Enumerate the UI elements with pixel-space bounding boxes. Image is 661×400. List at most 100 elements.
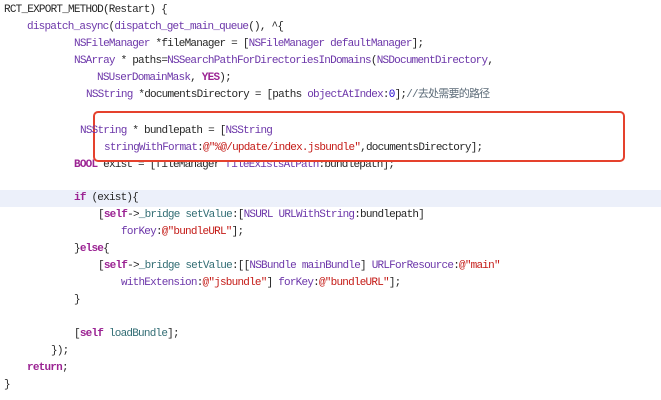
code-token: } <box>4 379 11 391</box>
code-token: //去处需要的路径 <box>406 89 490 101</box>
code-token: ); <box>219 72 231 84</box>
code-token: *fileManager = [ <box>149 38 250 50</box>
code-line[interactable]: }); <box>51 343 69 360</box>
code-token: : <box>197 142 204 154</box>
code-token: _bridge <box>138 209 181 221</box>
code-token: }); <box>51 345 69 357</box>
code-token: ] <box>266 277 279 289</box>
code-token: dispatch_get_main_queue <box>114 21 249 33</box>
code-token: @"main" <box>459 260 501 272</box>
code-token: BOOL <box>74 159 98 171</box>
code-token: mainBundle <box>301 260 361 272</box>
code-token: { <box>103 243 110 255</box>
code-token: : <box>155 226 163 238</box>
code-token: ]; <box>388 277 401 289</box>
code-line[interactable]: [self->_bridge setValue:[NSURL URLWithSt… <box>98 207 425 224</box>
code-token: return <box>27 362 63 374</box>
code-token: @"bundleURL" <box>161 226 233 238</box>
code-token: NSDocumentDirectory <box>376 55 488 67</box>
code-line[interactable]: RCT_EXPORT_METHOD(Restart) { <box>4 2 168 19</box>
code-token: ( <box>108 21 116 33</box>
annotation-box <box>93 111 625 162</box>
code-token: : <box>196 277 204 289</box>
code-token: NSSearchPathForDirectoriesInDomains <box>167 55 372 67</box>
code-line[interactable]: return; <box>27 360 69 377</box>
code-token: else <box>79 243 104 255</box>
code-token: NSFileManager <box>248 38 325 50</box>
code-token: ,documentsDirectory]; <box>360 142 483 154</box>
code-token: self <box>79 328 104 340</box>
code-token: } <box>74 243 81 255</box>
code-token: :bundlepath]; <box>318 159 395 171</box>
code-line[interactable]: if (exist){ <box>74 190 139 207</box>
code-line[interactable]: } <box>74 292 81 309</box>
code-token: URLForResource <box>371 260 454 272</box>
code-token: defaultManager <box>330 38 412 50</box>
code-token: [ <box>74 328 81 340</box>
code-line[interactable]: NSUserDomainMask, YES); <box>97 70 232 87</box>
code-token: NSString <box>86 89 133 101</box>
code-token: * paths= <box>114 55 168 67</box>
code-token: loadBundle <box>108 328 168 340</box>
code-line[interactable]: BOOL exist = [fileManager fileExistsAtPa… <box>74 157 395 174</box>
code-line[interactable]: dispatch_async(dispatch_get_main_queue()… <box>27 19 284 36</box>
code-token: NSString <box>80 125 127 137</box>
code-token: @"%@/update/index.jsbundle" <box>202 142 361 154</box>
code-token: -> <box>127 260 139 272</box>
code-token: ( <box>370 55 378 67</box>
code-token: , <box>190 72 202 84</box>
code-token: (exist){ <box>85 192 139 204</box>
code-line[interactable]: forKey:@"bundleURL"]; <box>121 224 244 241</box>
code-line[interactable]: }else{ <box>74 241 110 258</box>
code-token: *documentsDirectory = [paths <box>132 89 308 101</box>
code-line[interactable]: } <box>4 377 11 394</box>
code-token: self <box>103 209 128 221</box>
code-token: @"bundleURL" <box>318 277 390 289</box>
code-token: stringWithFormat <box>104 142 198 154</box>
code-token: NSURL <box>243 209 274 221</box>
code-line[interactable]: withExtension:@"jsbundle"] forKey:@"bund… <box>121 275 401 292</box>
code-line[interactable]: NSString * bundlepath = [NSString <box>80 123 273 140</box>
code-token: self <box>103 260 128 272</box>
code-token: :[ <box>231 209 244 221</box>
code-token: setValue <box>185 209 232 221</box>
code-token: objectAtIndex <box>307 89 383 101</box>
code-token: NSFileManager <box>74 38 150 50</box>
code-token: * bundlepath = [ <box>126 125 226 137</box>
code-line[interactable]: [self loadBundle]; <box>74 326 180 343</box>
code-token: 0 <box>388 89 396 101</box>
code-token: ] <box>360 260 372 272</box>
code-token: : <box>382 89 390 101</box>
code-token: (), ^{ <box>248 21 284 33</box>
code-token: ]; <box>167 328 179 340</box>
code-token: NSString <box>225 125 273 137</box>
code-token: :[[ <box>231 260 250 272</box>
code-token: @"jsbundle" <box>202 277 268 289</box>
code-token: _bridge <box>138 260 181 272</box>
code-token: } <box>74 294 81 306</box>
code-line[interactable]: NSFileManager *fileManager = [NSFileMana… <box>74 36 424 53</box>
code-token: [ <box>98 260 105 272</box>
code-line[interactable]: NSArray * paths=NSSearchPathForDirectori… <box>74 53 494 70</box>
code-token: if <box>74 192 86 204</box>
code-token: ]; <box>411 38 424 50</box>
code-token: ]; <box>231 226 244 238</box>
code-token: [ <box>98 209 105 221</box>
code-token: ; <box>61 362 69 374</box>
code-token: withExtension <box>121 277 197 289</box>
code-token: URLWithString <box>278 209 355 221</box>
code-token: NSBundle <box>249 260 296 272</box>
code-token: RCT_EXPORT_METHOD(Restart) { <box>4 4 168 16</box>
code-token: , <box>487 55 494 67</box>
code-line[interactable]: stringWithFormat:@"%@/update/index.jsbun… <box>104 140 483 157</box>
code-token: : <box>453 260 460 272</box>
code-token: forKey <box>121 226 157 238</box>
code-token: dispatch_async <box>27 21 109 33</box>
code-token: : <box>313 277 320 289</box>
code-line[interactable]: [self->_bridge setValue:[[NSBundle mainB… <box>98 258 501 275</box>
code-token: exist = [fileManager <box>97 159 226 171</box>
current-line-highlight <box>0 190 661 207</box>
code-line[interactable]: NSString *documentsDirectory = [paths ob… <box>86 87 490 104</box>
code-token: fileExistsAtPath <box>225 159 319 171</box>
code-token: setValue <box>185 260 232 272</box>
